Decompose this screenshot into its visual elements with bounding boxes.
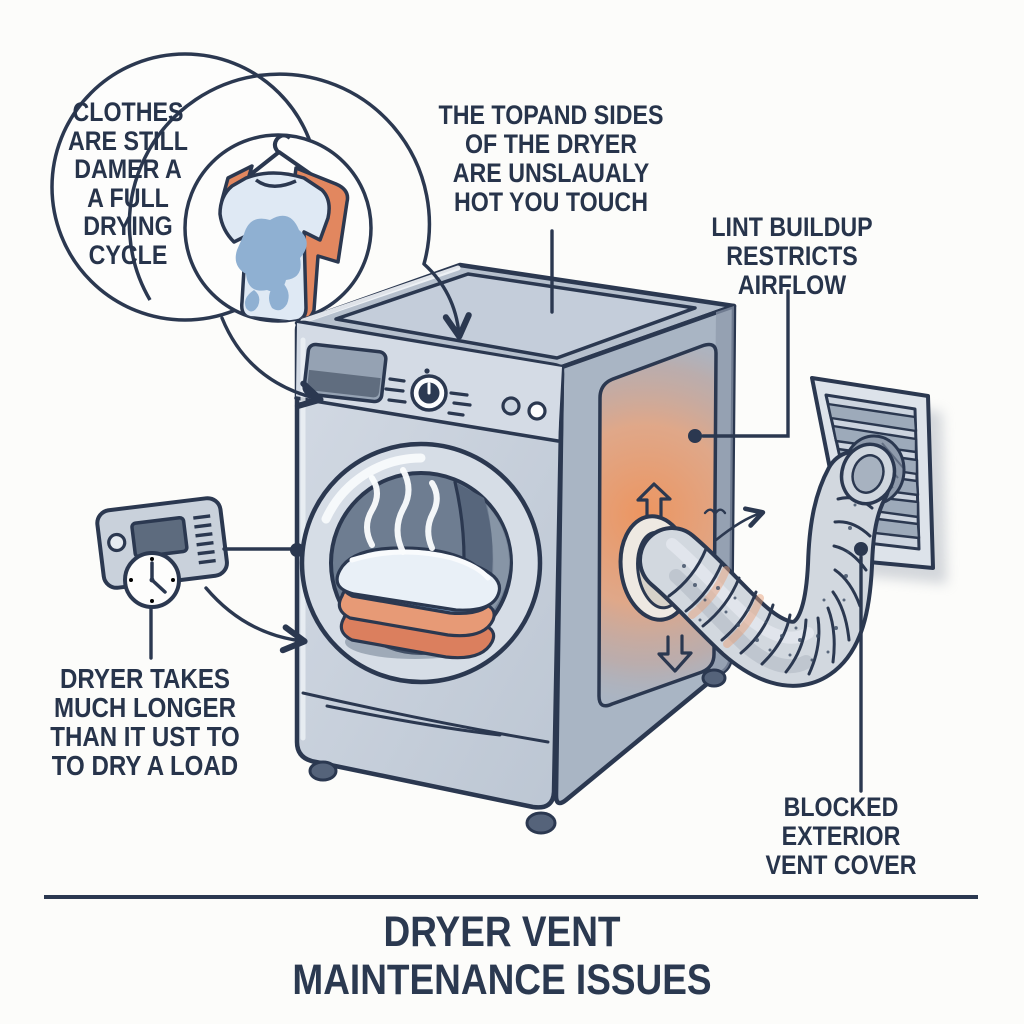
panel-button-2 bbox=[527, 401, 547, 421]
footer-divider bbox=[44, 895, 978, 899]
label-lint-buildup-text: LINT BUILDUP RESTRICTS AIRFLOW bbox=[711, 212, 873, 300]
label-blocked-vent-text: BLOCKED EXTERIOR VENT COVER bbox=[765, 792, 917, 880]
lint-speckles bbox=[682, 503, 857, 662]
display-screen bbox=[302, 342, 388, 404]
label-long-drying-text: DRYER TAKES MUCH LONGER THAN IT UST TO T… bbox=[50, 663, 240, 781]
label-lint-buildup: LINT BUILDUP RESTRICTS AIRFLOW bbox=[676, 213, 908, 300]
callout-dots bbox=[290, 429, 868, 557]
page-title-text: DRYER VENT MAINTENANCE ISSUES bbox=[292, 908, 712, 1004]
knob-icon bbox=[384, 368, 472, 417]
dryer-door bbox=[299, 441, 543, 685]
airflow-scribble bbox=[703, 508, 727, 517]
steam-icon bbox=[364, 467, 440, 555]
page-title: DRYER VENT MAINTENANCE ISSUES bbox=[241, 908, 763, 1004]
airflow-arrow bbox=[714, 506, 766, 542]
leader-lint-buildup bbox=[701, 289, 790, 438]
clock-icon bbox=[123, 551, 181, 609]
callout-lines bbox=[149, 229, 863, 793]
arrow-up-icon bbox=[636, 482, 672, 519]
label-long-drying: DRYER TAKES MUCH LONGER THAN IT UST TO T… bbox=[35, 664, 255, 780]
hose-corrugations bbox=[667, 496, 874, 676]
label-clothes-damp-text: CLOTHES ARE STILL DAMER A A FULL DRYING … bbox=[68, 97, 188, 270]
arrow-to-dryer-top bbox=[422, 262, 472, 340]
timer-device-icon bbox=[95, 496, 229, 609]
vent-hose bbox=[618, 442, 897, 688]
arrow-to-door bbox=[204, 586, 308, 654]
label-blocked-vent: BLOCKED EXTERIOR VENT COVER bbox=[750, 793, 933, 880]
arrow-down-icon bbox=[657, 634, 693, 673]
towel-stack bbox=[335, 546, 502, 660]
label-clothes-damp: CLOTHES ARE STILL DAMER A A FULL DRYING … bbox=[58, 98, 198, 269]
panel-button-1 bbox=[501, 396, 521, 416]
arrow-to-control-panel bbox=[220, 316, 324, 409]
dryer-feet bbox=[308, 668, 727, 835]
damp-shirt-icon bbox=[218, 135, 350, 321]
damp-shirt-bubble bbox=[183, 133, 373, 323]
label-hot-surfaces-text: THE TOPAND SIDES OF THE DRYER ARE UNSLAU… bbox=[438, 100, 664, 217]
label-hot-surfaces: THE TOPAND SIDES OF THE DRYER ARE UNSLAU… bbox=[420, 101, 682, 217]
